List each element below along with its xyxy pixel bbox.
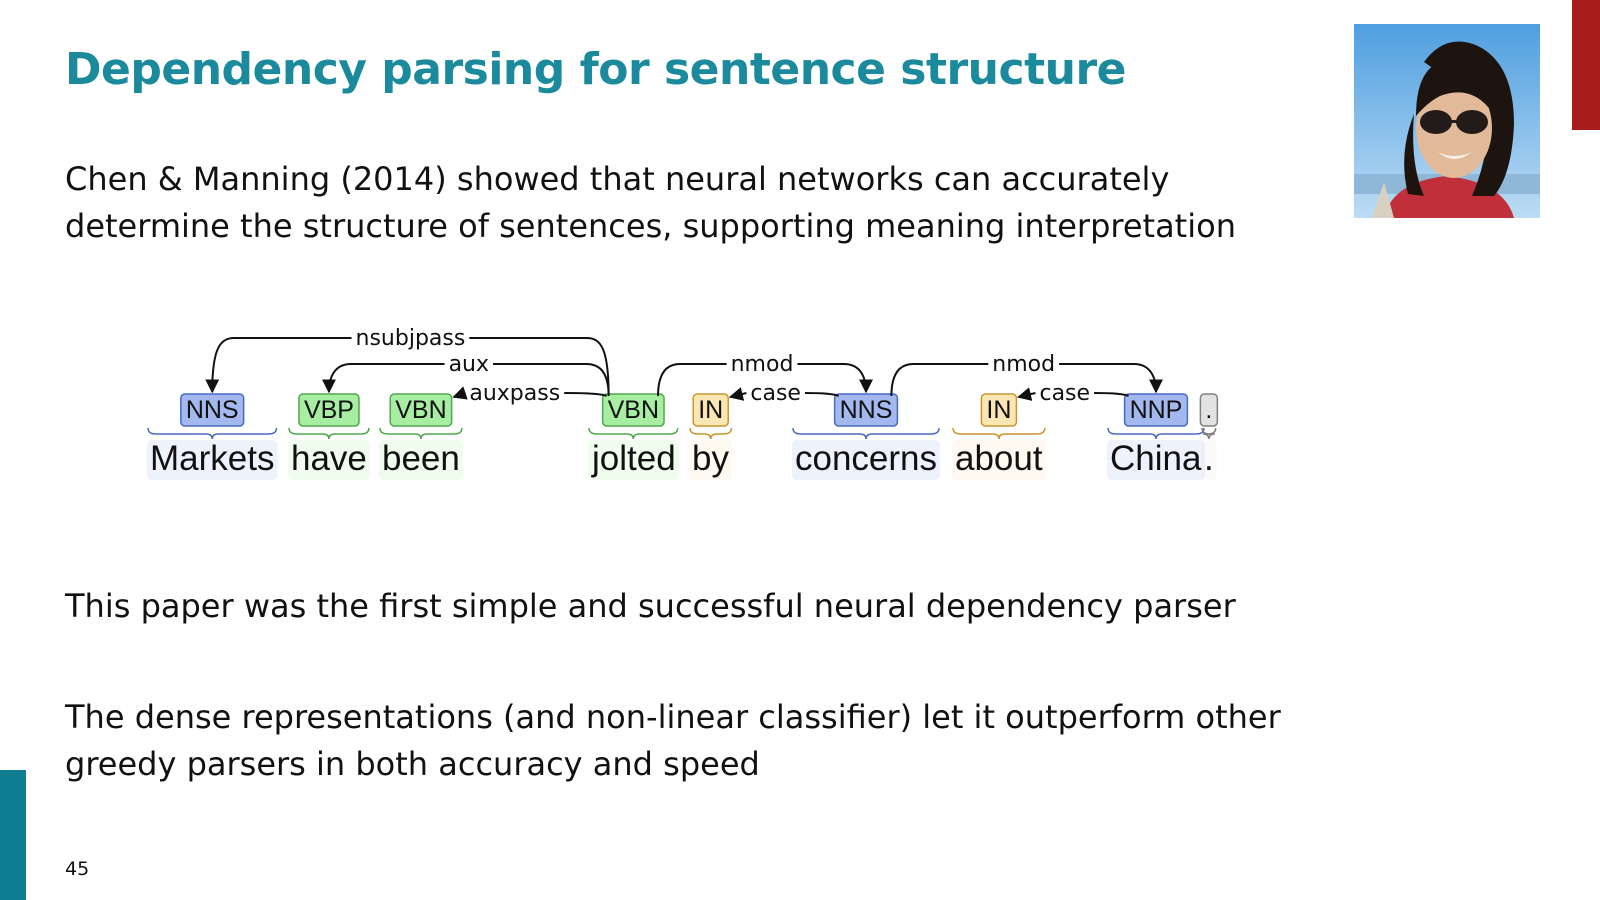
token-tag-box <box>980 393 1018 427</box>
token: China NNP <box>1107 393 1205 480</box>
parse-layer: Markets NNS have VBP been VBN jolted VBN by IN con… <box>147 326 1219 480</box>
token: Markets NNS <box>147 393 278 480</box>
token: by IN <box>689 393 733 480</box>
token-tag-label: VBP <box>304 396 354 424</box>
dependency-arc: nsubjpass <box>205 326 610 397</box>
token-highlight <box>1201 440 1217 480</box>
claim-paragraph: This paper was the first simple and succ… <box>65 587 1236 625</box>
token-tag-label: NNS <box>186 396 239 424</box>
token-tag-label: . <box>1205 396 1212 424</box>
arc-label: auxpass <box>469 381 560 406</box>
arc-label: case <box>750 381 801 406</box>
token-highlight <box>689 440 733 480</box>
arc-arrow <box>1059 363 1163 394</box>
result-line-2: greedy parsers in both accuracy and spee… <box>65 745 760 783</box>
token-brace <box>952 427 1046 440</box>
token-tag-box <box>389 393 453 427</box>
page-number: 45 <box>65 858 90 880</box>
token-tag-label: NNP <box>1130 396 1183 424</box>
result-paragraph: The dense representations (and non-linea… <box>65 694 1281 788</box>
arc-line <box>657 363 727 397</box>
token-brace <box>379 427 463 440</box>
arc-arrow <box>728 387 747 401</box>
arc-label: nmod <box>731 352 794 377</box>
token: about IN <box>952 393 1046 480</box>
arc-arrow <box>321 363 445 394</box>
token-brace <box>147 427 278 440</box>
arc-line <box>469 337 610 397</box>
arc-label: nsubjpass <box>356 326 466 351</box>
arc-line <box>804 392 840 397</box>
token: have VBP <box>288 393 370 480</box>
token: concerns NNS <box>792 393 941 480</box>
token-tag-label: IN <box>698 396 723 424</box>
token-word: by <box>692 439 729 478</box>
arc-arrow <box>452 386 468 400</box>
token-word: have <box>291 439 367 478</box>
token-word: concerns <box>795 439 937 478</box>
token: been VBN <box>379 393 463 480</box>
token-highlight <box>952 440 1046 480</box>
token-highlight <box>288 440 370 480</box>
intro-paragraph: Chen & Manning (2014) showed that neural… <box>65 156 1236 250</box>
arc-arrow <box>205 337 352 394</box>
token-brace <box>689 427 733 440</box>
token-layer: Markets NNS have VBP been VBN jolted VBN by IN con… <box>147 393 1219 480</box>
token-tag-box <box>1199 393 1219 427</box>
token-tag-label: VBN <box>395 396 446 424</box>
token-highlight <box>792 440 941 480</box>
token-tag-box <box>298 393 360 427</box>
token-brace <box>288 427 370 440</box>
token-tag-box <box>1123 393 1189 427</box>
arc-label: aux <box>449 352 489 377</box>
accent-bar-right <box>1572 0 1600 130</box>
result-line-1: The dense representations (and non-linea… <box>65 698 1281 736</box>
arc-arrow <box>797 363 874 394</box>
token: .. <box>1199 393 1219 480</box>
token-word: Markets <box>150 439 274 478</box>
token-brace <box>792 427 940 440</box>
token-tag-label: IN <box>986 396 1011 424</box>
token-tag-box <box>692 393 729 427</box>
token-tag-box <box>601 393 665 427</box>
arc-line <box>493 363 610 397</box>
dependency-arc: case <box>728 381 840 406</box>
token: jolted VBN <box>588 393 679 480</box>
intro-line-2: determine the structure of sentences, su… <box>65 207 1236 245</box>
arc-line <box>1094 392 1130 397</box>
token-tag-box <box>180 393 245 427</box>
token-highlight <box>588 440 679 480</box>
token-tag-label: VBN <box>608 396 659 424</box>
token-tag-label: NNS <box>840 396 893 424</box>
dependency-arc: nmod <box>657 352 874 397</box>
intro-line-1: Chen & Manning (2014) showed that neural… <box>65 160 1170 198</box>
arc-line <box>890 363 989 397</box>
token-highlight <box>379 440 463 480</box>
slide-title: Dependency parsing for sentence structur… <box>65 44 1126 95</box>
dependency-arc: nmod <box>890 352 1163 397</box>
token-word: jolted <box>591 439 676 478</box>
arc-line <box>564 392 608 397</box>
token-word: about <box>955 439 1043 478</box>
token-brace <box>588 427 679 440</box>
token-highlight <box>1107 440 1205 480</box>
token-word: . <box>1204 439 1214 478</box>
token-highlight <box>147 440 278 480</box>
token-tag-box <box>833 393 899 427</box>
token-brace <box>1107 427 1205 440</box>
author-photo <box>1354 24 1540 218</box>
dependency-arc: case <box>1017 381 1130 406</box>
arc-label: case <box>1039 381 1090 406</box>
token-brace <box>1201 427 1217 440</box>
dependency-arc: aux <box>321 352 610 397</box>
token-word: been <box>382 439 460 478</box>
arc-arrow <box>1017 387 1036 401</box>
arc-label: nmod <box>992 352 1055 377</box>
token-word: China <box>1110 439 1202 478</box>
accent-bar-left <box>0 770 26 900</box>
dependency-arc: auxpass <box>452 381 608 406</box>
